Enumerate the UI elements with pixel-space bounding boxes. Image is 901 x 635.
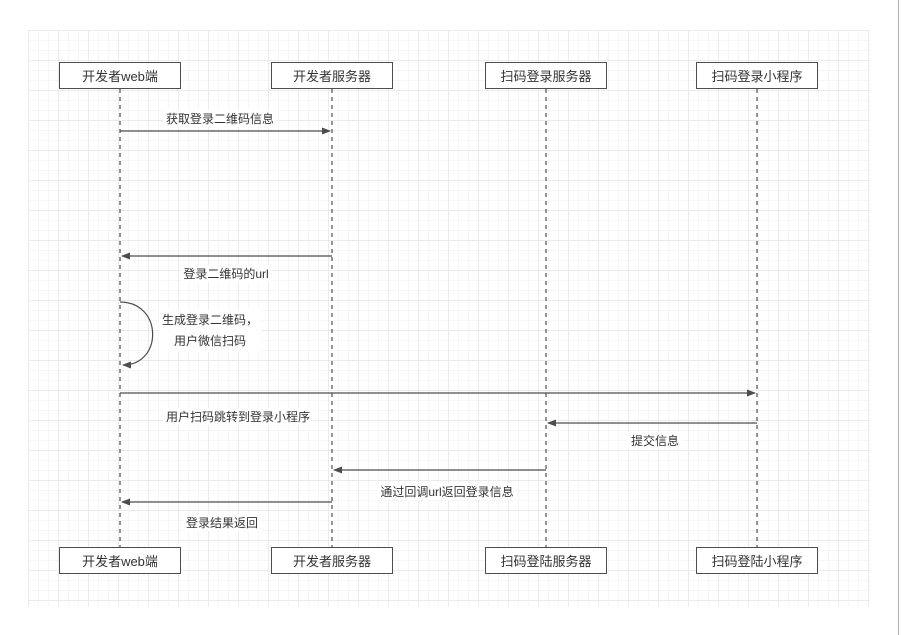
actor-top-scan-login-server: 扫码登录服务器 xyxy=(485,62,607,89)
actor-top-developer-server: 开发者服务器 xyxy=(271,62,393,89)
message-label-login-result: 登录结果返回 xyxy=(182,514,262,531)
actor-bottom-developer-server: 开发者服务器 xyxy=(271,547,393,574)
actor-top-developer-web: 开发者web端 xyxy=(59,62,181,89)
self-message-arc-generate-qrcode xyxy=(119,301,154,369)
actor-top-scan-login-miniapp: 扫码登录小程序 xyxy=(696,62,818,89)
actor-bottom-scan-login-miniapp: 扫码登陆小程序 xyxy=(696,547,818,574)
message-label-generate-qrcode: 生成登录二维码， 用户微信扫码 xyxy=(158,310,262,352)
message-label-submit-info: 提交信息 xyxy=(627,432,683,449)
message-label-callback-url: 通过回调url返回登录信息 xyxy=(377,483,517,500)
message-label-qrcode-url: 登录二维码的url xyxy=(180,265,272,282)
page-right-border xyxy=(898,0,899,635)
message-label-scan-jump-miniapp: 用户扫码跳转到登录小程序 xyxy=(163,408,314,425)
message-label-generate-qrcode-line1: 生成登录二维码， xyxy=(161,313,259,327)
actor-bottom-developer-web: 开发者web端 xyxy=(59,547,181,574)
message-label-get-qrcode-info: 获取登录二维码信息 xyxy=(162,110,278,127)
message-label-generate-qrcode-line2: 用户微信扫码 xyxy=(173,334,247,348)
actor-bottom-scan-login-server: 扫码登陆服务器 xyxy=(485,547,607,574)
